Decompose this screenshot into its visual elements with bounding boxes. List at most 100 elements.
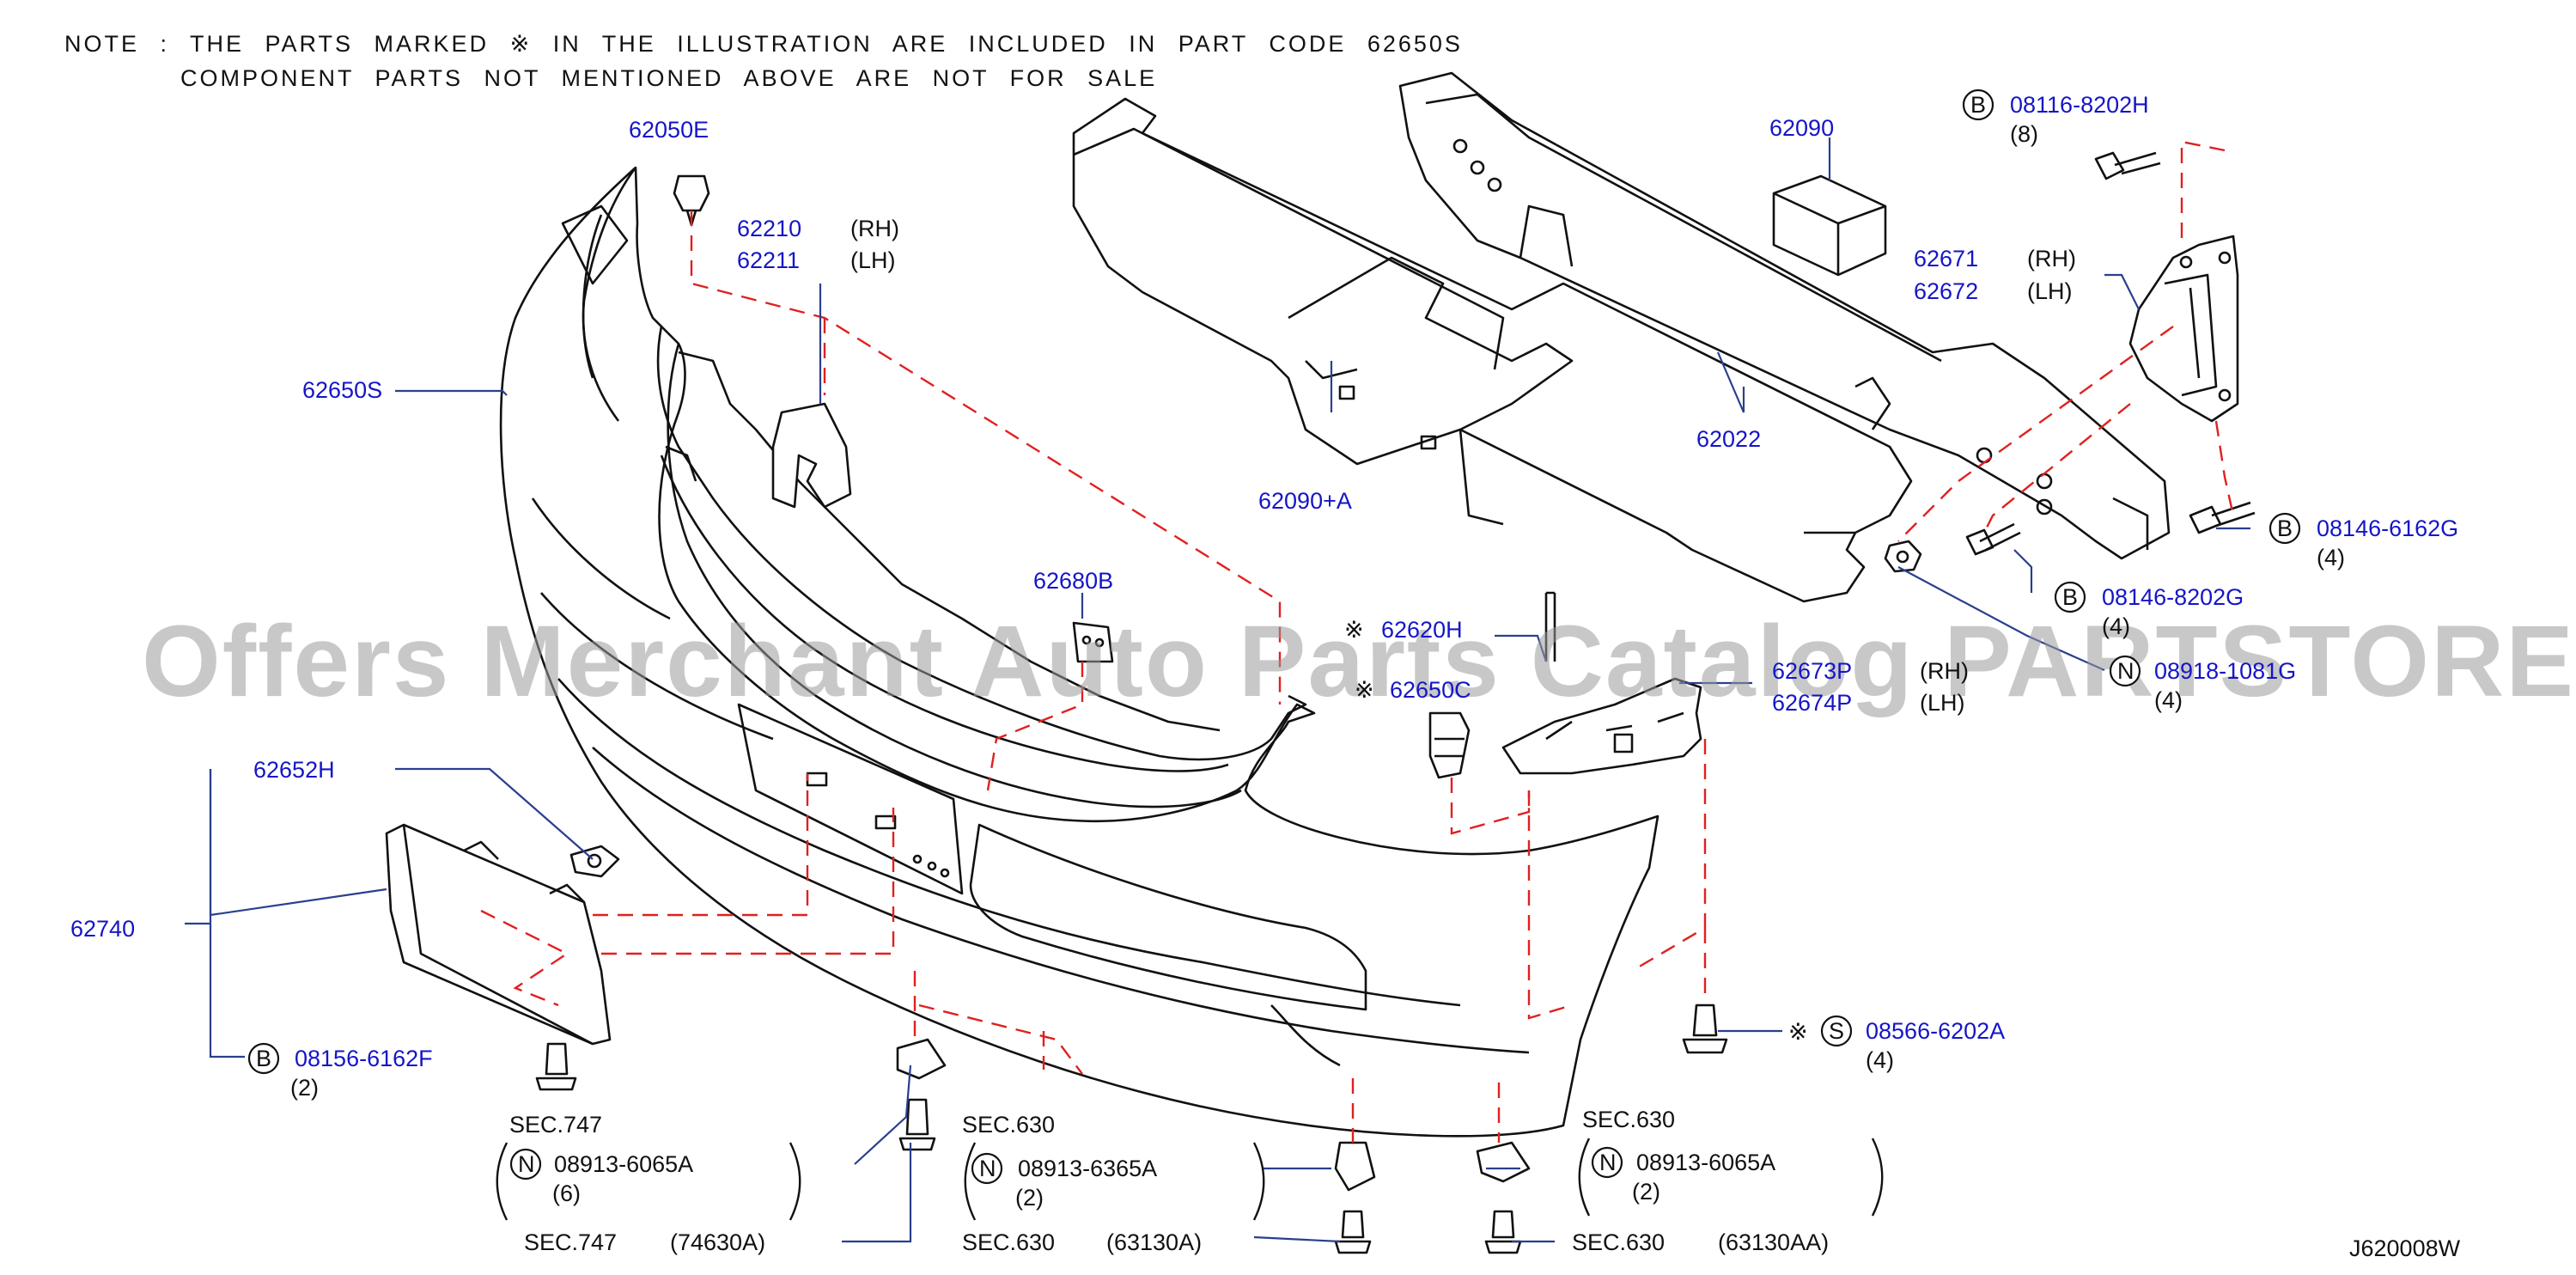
letter-b-4: B	[256, 1046, 271, 1071]
label-sec630-a: SEC.630	[962, 1112, 1055, 1138]
qty-4b: (4)	[2102, 613, 2130, 639]
letter-n-3: N	[979, 1156, 996, 1181]
bracket-62673p[interactable]	[1501, 677, 1702, 775]
label-rh-2: (RH)	[2027, 246, 2076, 271]
qty-4a: (4)	[2317, 545, 2345, 570]
qty-2c: (2)	[1632, 1179, 1660, 1205]
circle-b-4	[247, 1042, 280, 1075]
watermark: Offers Merchant Auto Parts Catalog PARTS…	[142, 605, 2576, 718]
label-sec630-b: SEC.630	[962, 1229, 1055, 1255]
energy-absorber-62090[interactable]	[1772, 174, 1887, 277]
qty-4d: (4)	[1866, 1047, 1894, 1073]
diagram-code: J620008W	[2349, 1235, 2461, 1261]
label-62090: 62090	[1769, 115, 1834, 141]
circle-s-1	[1820, 1015, 1853, 1047]
label-62211: 62211	[737, 247, 800, 273]
mark-62620h: ※	[1344, 617, 1364, 643]
letter-b-2: B	[2277, 515, 2293, 541]
label-62090a: 62090+A	[1258, 488, 1352, 514]
label-08918: 08918-1081G	[2154, 658, 2296, 684]
part-labels: 62050E 62210 (RH) 62211 (LH) 62650S 6209…	[70, 88, 2461, 1261]
label-62740: 62740	[70, 916, 135, 942]
u-nut-middle[interactable]	[1334, 1141, 1376, 1254]
qty-8: (8)	[2010, 121, 2038, 147]
letter-n-2: N	[518, 1151, 535, 1177]
circle-n-1	[2109, 655, 2141, 687]
circle-n-3	[971, 1152, 1003, 1185]
label-74630a: (74630A)	[670, 1229, 765, 1255]
leader-lines	[185, 137, 2250, 1243]
u-nut-right[interactable]	[1476, 1141, 1531, 1254]
circle-b-2	[2268, 512, 2301, 545]
letter-s-1: S	[1829, 1018, 1844, 1044]
label-08146-6162g: 08146-6162G	[2317, 515, 2458, 541]
label-rh-1: (RH)	[850, 216, 899, 241]
label-sec747-b: SEC.747	[524, 1229, 617, 1255]
label-62672: 62672	[1914, 278, 1978, 304]
clip-62652h[interactable]	[569, 845, 620, 878]
label-63130aa: (63130AA)	[1718, 1229, 1829, 1255]
bolt-08146-6162g[interactable]	[2189, 501, 2256, 534]
label-62650c: 62650C	[1390, 677, 1471, 703]
mark-62650c: ※	[1355, 677, 1374, 703]
letter-n-1: N	[2117, 658, 2134, 684]
label-62620h: 62620H	[1381, 617, 1463, 643]
label-lh-1: (LH)	[850, 247, 896, 273]
qty-4c: (4)	[2154, 687, 2183, 713]
label-62650s: 62650S	[302, 377, 382, 403]
label-62022: 62022	[1696, 426, 1761, 452]
note-line-2: COMPONENT PARTS NOT MENTIONED ABOVE ARE …	[180, 65, 1157, 91]
label-08146-8202g: 08146-8202G	[2102, 584, 2244, 610]
circle-n-4	[1591, 1146, 1623, 1179]
label-rh-3: (RH)	[1920, 658, 1969, 684]
label-62050e: 62050E	[629, 117, 709, 143]
note-line-1: NOTE : THE PARTS MARKED ※ IN THE ILLUSTR…	[64, 31, 1463, 57]
bolt-08146-8202g[interactable]	[1965, 522, 2021, 556]
label-08913-6065a-2: 08913-6065A	[1636, 1150, 1775, 1175]
label-sec747-a: SEC.747	[509, 1112, 602, 1138]
label-62673p: 62673P	[1772, 658, 1852, 684]
mark-08566: ※	[1788, 1019, 1808, 1045]
label-62674p: 62674P	[1772, 690, 1852, 716]
label-lh-3: (LH)	[1920, 690, 1965, 716]
letter-n-4: N	[1599, 1150, 1617, 1175]
letter-b-3: B	[2062, 584, 2078, 610]
label-63130a: (63130A)	[1106, 1229, 1202, 1255]
u-nut-left[interactable]	[896, 1038, 947, 1151]
label-62652h: 62652H	[253, 757, 335, 783]
letter-b-1: B	[1970, 92, 1986, 118]
clip-62680b[interactable]	[1072, 621, 1114, 663]
label-08116: 08116-8202H	[2010, 92, 2149, 118]
fascia-retainer[interactable]	[656, 326, 1307, 761]
label-62210: 62210	[737, 216, 801, 241]
qty-2a: (2)	[290, 1075, 319, 1101]
label-sec630-d: SEC.630	[1572, 1229, 1665, 1255]
side-member-62022[interactable]	[1398, 71, 2171, 560]
label-62671: 62671	[1914, 246, 1978, 271]
qty-6: (6)	[552, 1180, 581, 1206]
circle-n-2	[509, 1148, 542, 1180]
clip-62650c[interactable]	[1428, 711, 1471, 779]
label-08913-6065a-1: 08913-6065A	[554, 1151, 693, 1177]
circle-b-3	[2054, 581, 2086, 613]
bracket-62671[interactable]	[2128, 235, 2239, 423]
label-08156: 08156-6162F	[295, 1046, 433, 1071]
label-lh-2: (LH)	[2027, 278, 2073, 304]
bracket-62210[interactable]	[771, 402, 852, 509]
bumper-reinforcement[interactable]	[1072, 97, 1913, 603]
license-bracket-62740[interactable]	[385, 823, 612, 1046]
group-brackets	[496, 1138, 1884, 1221]
qty-2b: (2)	[1015, 1185, 1044, 1211]
bolt-08116[interactable]	[2094, 151, 2161, 180]
label-62680b: 62680B	[1033, 568, 1113, 594]
screw-08566[interactable]	[1682, 1004, 1728, 1054]
label-sec630-c: SEC.630	[1582, 1107, 1675, 1132]
label-08566: 08566-6202A	[1866, 1018, 2005, 1044]
label-08913-6365a: 08913-6365A	[1018, 1156, 1157, 1181]
screw-08156[interactable]	[535, 1042, 577, 1091]
circle-b-1	[1962, 88, 1994, 121]
nut-08918[interactable]	[1884, 540, 1922, 573]
rod-62620h[interactable]	[1544, 591, 1556, 662]
assembly-lines	[480, 140, 2235, 1143]
